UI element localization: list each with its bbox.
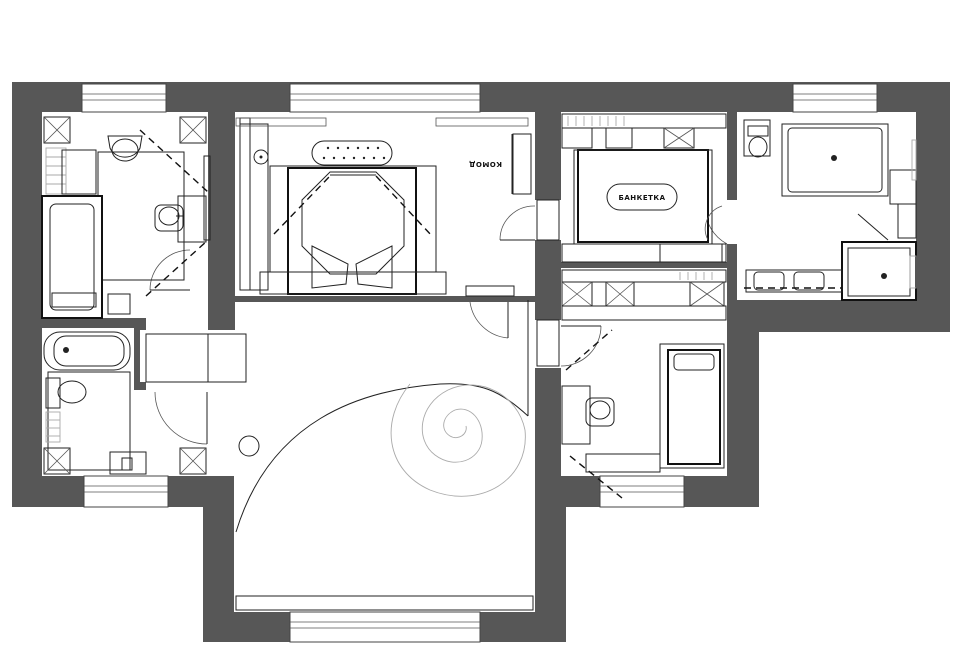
- study-room: [561, 269, 727, 499]
- bathroom-upper-right: [743, 119, 917, 301]
- washbasin-icon: [43, 331, 131, 371]
- bathtub-icon: [41, 195, 103, 319]
- doors: [140, 199, 739, 445]
- chest-of-drawers-label: КОМОД: [469, 160, 502, 168]
- window-top-bedroom: [289, 83, 481, 113]
- window-bottom-living: [289, 611, 481, 643]
- spiral-rug: [390, 383, 526, 497]
- dressing-room: БАНКЕТКА: [561, 113, 727, 263]
- toilet-icon: [107, 135, 143, 162]
- bathroom-lower-left: [43, 331, 207, 475]
- banquette-label: БАНКЕТКА: [618, 194, 665, 202]
- chest-of-drawers: КОМОД: [469, 133, 532, 195]
- window-top-bath: [81, 83, 167, 113]
- door-bedroom-side: [499, 199, 563, 241]
- door-bedroom: [465, 285, 515, 339]
- toilet-icon: [747, 125, 769, 158]
- door-bath-1: [140, 330, 247, 383]
- window-bottom-study: [599, 475, 685, 508]
- headboard-cushion: [311, 140, 393, 166]
- window-top-right-bath: [792, 83, 878, 113]
- toilet-icon: [45, 377, 87, 409]
- window-bottom-left-bath: [83, 475, 169, 508]
- bathroom-upper-left: [41, 116, 211, 319]
- windows: [81, 83, 878, 643]
- door-study: [533, 319, 602, 368]
- chair-icon: [154, 204, 184, 232]
- bathtub-icon: [781, 123, 889, 197]
- desk-chair-icon: [561, 385, 615, 445]
- double-bed-icon: [259, 165, 447, 295]
- single-bed-icon: [659, 343, 725, 469]
- bedroom: КОМОД: [235, 117, 532, 295]
- living-room: [235, 300, 534, 611]
- shower-icon: [841, 241, 917, 301]
